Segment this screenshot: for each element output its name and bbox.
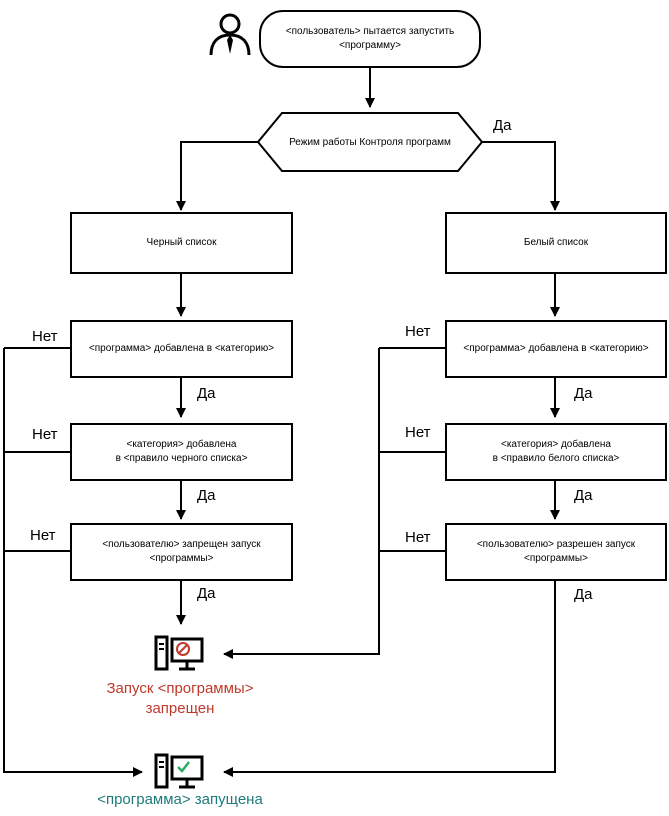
label-yes-decision: Да [493, 117, 512, 134]
label-yes-white-3: Да [574, 586, 593, 603]
start-node: <пользователь> пытается запустить <прогр… [259, 10, 481, 68]
label-no-white-2: Нет [405, 424, 431, 441]
blacklist-step3-text: <пользователю> запрещен запуск <программ… [102, 538, 261, 565]
label-no-black-1: Нет [32, 328, 58, 345]
whitelist-step3-text: <пользователю> разрешен запуск <программ… [476, 538, 636, 565]
computer-allowed-icon [154, 753, 204, 789]
label-no-black-3: Нет [30, 527, 56, 544]
decision-shape [256, 112, 484, 172]
computer-blocked-icon [154, 635, 204, 671]
blacklist-step2-text: <категория> добавлена в <правило черного… [115, 438, 248, 465]
label-yes-black-3: Да [197, 585, 216, 602]
blacklist-step1-text: <программа> добавлена в <категорию> [88, 342, 275, 354]
outcome-blocked-text: Запуск <программы> запрещен [106, 680, 254, 718]
arrow-white-yes-to-launched [223, 581, 556, 777]
whitelist-step2-text: <категория> добавлена в <правило белого … [492, 438, 620, 465]
label-no-white-3: Нет [405, 529, 431, 546]
blacklist-step3: <пользователю> запрещен запуск <программ… [70, 523, 293, 581]
label-no-white-1: Нет [405, 323, 431, 340]
outcome-launched-text: <программа> запущена [97, 791, 263, 808]
label-yes-white-2: Да [574, 487, 593, 504]
arrow-decision-to-blacklist [176, 141, 258, 211]
whitelist-step1-text: <программа> добавлена в <категорию> [463, 342, 649, 354]
label-yes-black-2: Да [197, 487, 216, 504]
whitelist-step2: <категория> добавлена в <правило белого … [445, 423, 667, 481]
user-icon [209, 13, 251, 56]
blacklist-step2: <категория> добавлена в <правило черного… [70, 423, 293, 481]
whitelist-step1: <программа> добавлена в <категорию> [445, 320, 667, 378]
arrow-black-no-to-launched [3, 348, 143, 777]
label-yes-white-1: Да [574, 385, 593, 402]
arrow-decision-to-whitelist [482, 141, 560, 211]
label-yes-black-1: Да [197, 385, 216, 402]
decision-node: Режим работы Контроля программ [258, 113, 482, 171]
whitelist-step3: <пользователю> разрешен запуск <программ… [445, 523, 667, 581]
label-no-black-2: Нет [32, 426, 58, 443]
blacklist-step1: <программа> добавлена в <категорию> [70, 320, 293, 378]
blacklist-node: Черный список [70, 212, 293, 274]
whitelist-node: Белый список [445, 212, 667, 274]
whitelist-title: Белый список [523, 236, 589, 248]
blacklist-title: Черный список [146, 236, 217, 248]
start-node-text: <пользователь> пытается запустить <прогр… [285, 25, 455, 52]
arrow-white-no-to-blocked [223, 348, 380, 659]
decision-node-text: Режим работы Контроля программ [289, 136, 451, 148]
